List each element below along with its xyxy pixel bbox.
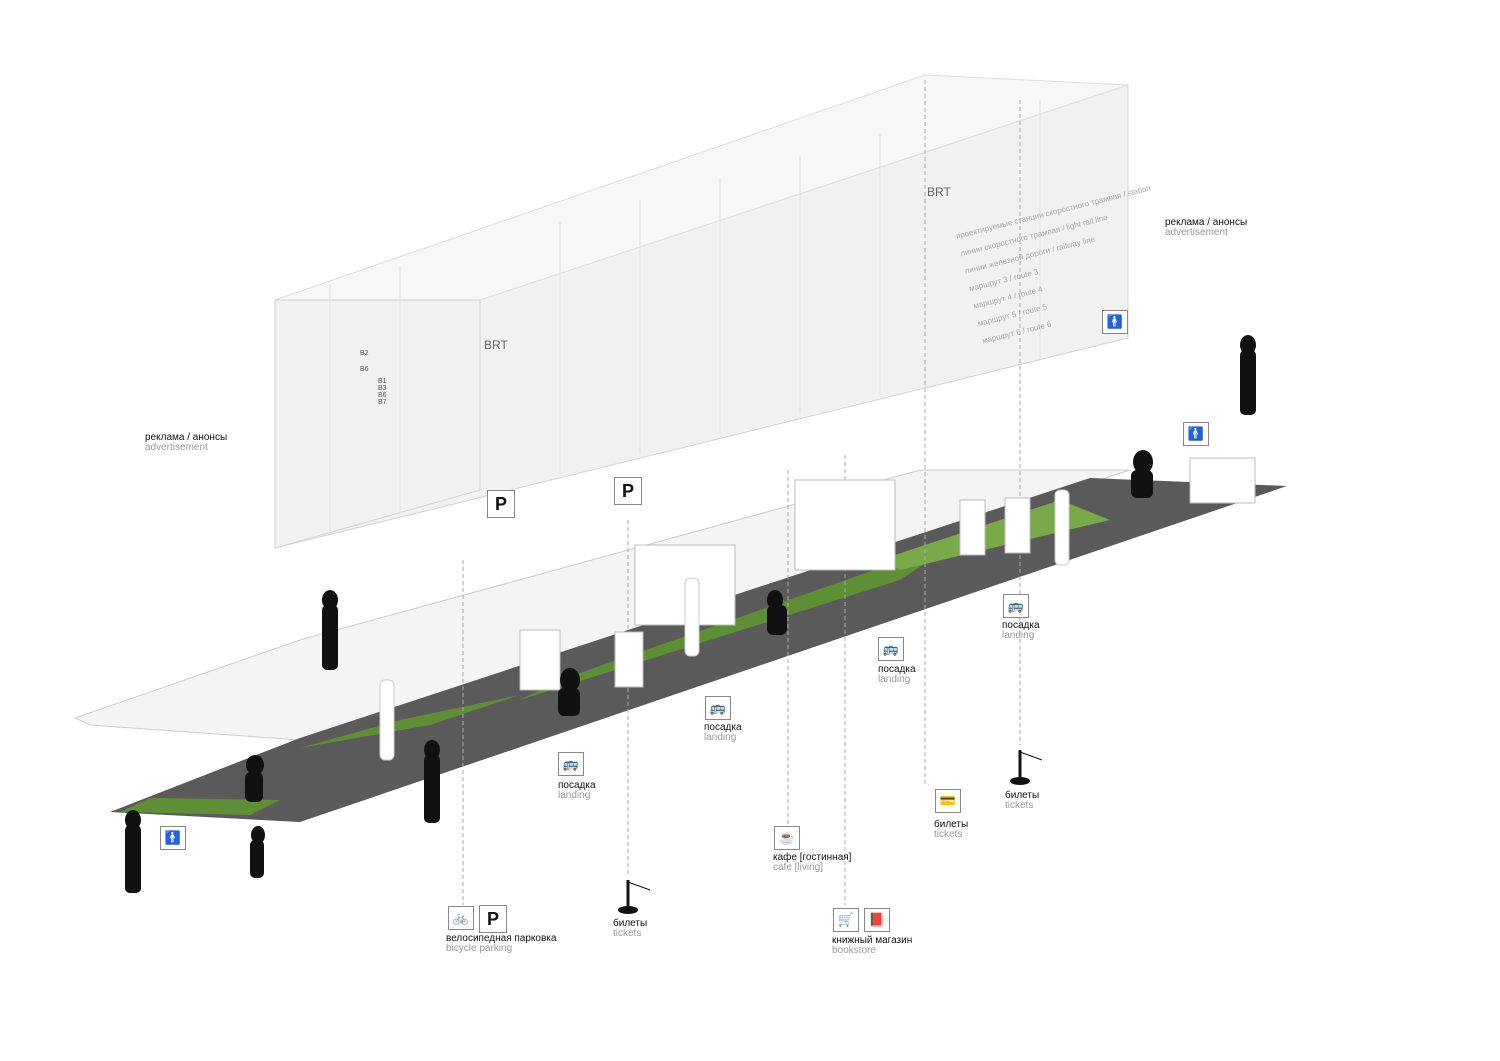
- bus-icon: 🚌: [1003, 594, 1029, 618]
- cafe-label: кафе [гостинная]cafe [living]: [773, 852, 852, 873]
- bus-icon: 🚌: [878, 637, 904, 661]
- glass-fins: [329, 100, 1041, 533]
- brt-label: BRT: [927, 185, 951, 199]
- bus-icon: 🚌: [558, 752, 584, 776]
- brt-label-left: BRT: [484, 338, 508, 352]
- coffee-cup-icon: ☕: [774, 826, 800, 850]
- turnstile-icons: [618, 750, 1043, 914]
- stop-code: B3: [378, 385, 387, 392]
- person-icon: 🚹: [1102, 310, 1128, 334]
- stop-codes: B2 B6: [360, 350, 369, 382]
- parking-icon: P: [479, 905, 507, 933]
- people-silhouettes: [125, 335, 1256, 893]
- stop-code: B2: [360, 350, 369, 357]
- person-icon: 🚹: [160, 826, 186, 850]
- bus-icon: 🚌: [705, 696, 731, 720]
- parking-icon: P: [614, 477, 642, 505]
- person-icon: 🚹: [1183, 422, 1209, 446]
- stop-code: B6: [360, 366, 369, 373]
- bicycle-icon: 🚲: [448, 906, 474, 930]
- stop-code: B7: [378, 399, 387, 406]
- stop-codes-2: B1 B3 B6 B7: [378, 378, 387, 406]
- stop-code: B6: [378, 392, 387, 399]
- book-icon: 📕: [864, 908, 890, 932]
- parking-icon: P: [487, 490, 515, 518]
- ghost-silhouettes: [379, 489, 1070, 761]
- stop-code: B1: [378, 378, 387, 385]
- ticket-card-icon: 💳: [935, 789, 961, 813]
- furniture: [519, 457, 1256, 691]
- leader-lines: [462, 80, 1021, 905]
- cart-icon: 🛒: [833, 908, 859, 932]
- glass-box-front: [274, 299, 481, 549]
